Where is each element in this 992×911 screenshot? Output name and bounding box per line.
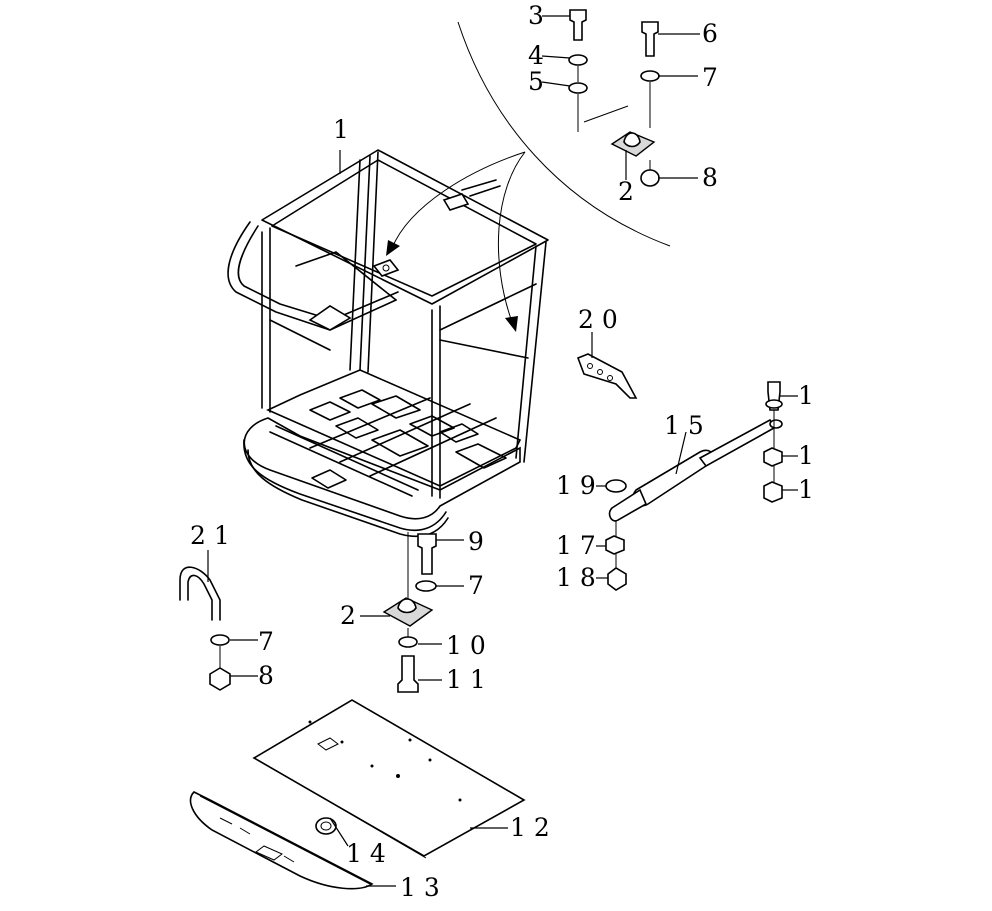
- detail-arrow-right: [497, 151, 526, 323]
- callout-2-front: 2: [340, 601, 356, 630]
- washer-7-top: [640, 70, 660, 82]
- bracket-20: [576, 353, 638, 399]
- bolt-9: [417, 533, 437, 575]
- washer-7-mid: [415, 580, 437, 592]
- callout-16b: 1: [798, 441, 814, 470]
- callout-6: 6: [702, 19, 718, 48]
- cap-nut-18: [607, 567, 627, 591]
- callout-19: 1 9: [556, 471, 596, 500]
- callout-3: 3: [528, 1, 544, 30]
- floor-plate-12: [252, 699, 526, 857]
- leader-15: [675, 431, 687, 475]
- leader-4: [541, 55, 571, 59]
- callout-18: 1 8: [556, 563, 596, 592]
- nut-8-left: [209, 667, 231, 691]
- callout-11: 1 1: [446, 665, 486, 694]
- washer-4: [568, 54, 588, 66]
- callout-7-left: 7: [258, 627, 274, 656]
- nut-8-top: [640, 169, 660, 187]
- detail-arrow-left: [391, 151, 526, 249]
- callout-13: 1 3: [400, 873, 440, 902]
- bolt-3: [569, 9, 587, 41]
- mount-detail-group: [568, 9, 660, 187]
- arrowhead-left: [386, 240, 400, 256]
- callout-10: 1 0: [446, 631, 486, 660]
- callout-20: 2 0: [578, 305, 618, 334]
- callout-1: 1: [333, 115, 349, 144]
- callout-12: 1 2: [510, 813, 550, 842]
- callout-16c: 1: [798, 475, 814, 504]
- callout-16: 1: [798, 381, 814, 410]
- gas-strut-15: [608, 418, 783, 522]
- callout-7-top: 7: [702, 63, 718, 92]
- callout-17: 1 7: [556, 531, 596, 560]
- detail-view-arc: [457, 21, 671, 247]
- callout-14: 1 4: [346, 839, 386, 868]
- leader-5: [541, 81, 571, 87]
- washer-10: [398, 636, 418, 648]
- u-bolt-21: [179, 566, 221, 621]
- callout-5: 5: [528, 67, 544, 96]
- nut-17: [605, 535, 625, 555]
- washer-5: [568, 82, 588, 94]
- callout-7-mid: 7: [468, 571, 484, 600]
- nut-16c: [763, 481, 783, 503]
- bolt-6: [641, 21, 659, 57]
- arrowhead-right: [505, 316, 518, 332]
- callout-2-top: 2: [618, 177, 634, 206]
- cab-frame: [227, 149, 549, 538]
- grommet-14: [315, 817, 337, 835]
- callout-15: 1 5: [664, 411, 704, 440]
- callout-9: 9: [468, 527, 484, 556]
- washer-19: [605, 479, 627, 493]
- callout-21: 2 1: [190, 521, 230, 550]
- washer-7-left: [210, 634, 230, 646]
- nut-16b: [763, 447, 783, 467]
- callout-4: 4: [528, 41, 544, 70]
- callout-8-top: 8: [702, 163, 718, 192]
- leader-14: [329, 817, 349, 847]
- bolt-11: [397, 655, 419, 693]
- callout-8-left: 8: [258, 661, 274, 690]
